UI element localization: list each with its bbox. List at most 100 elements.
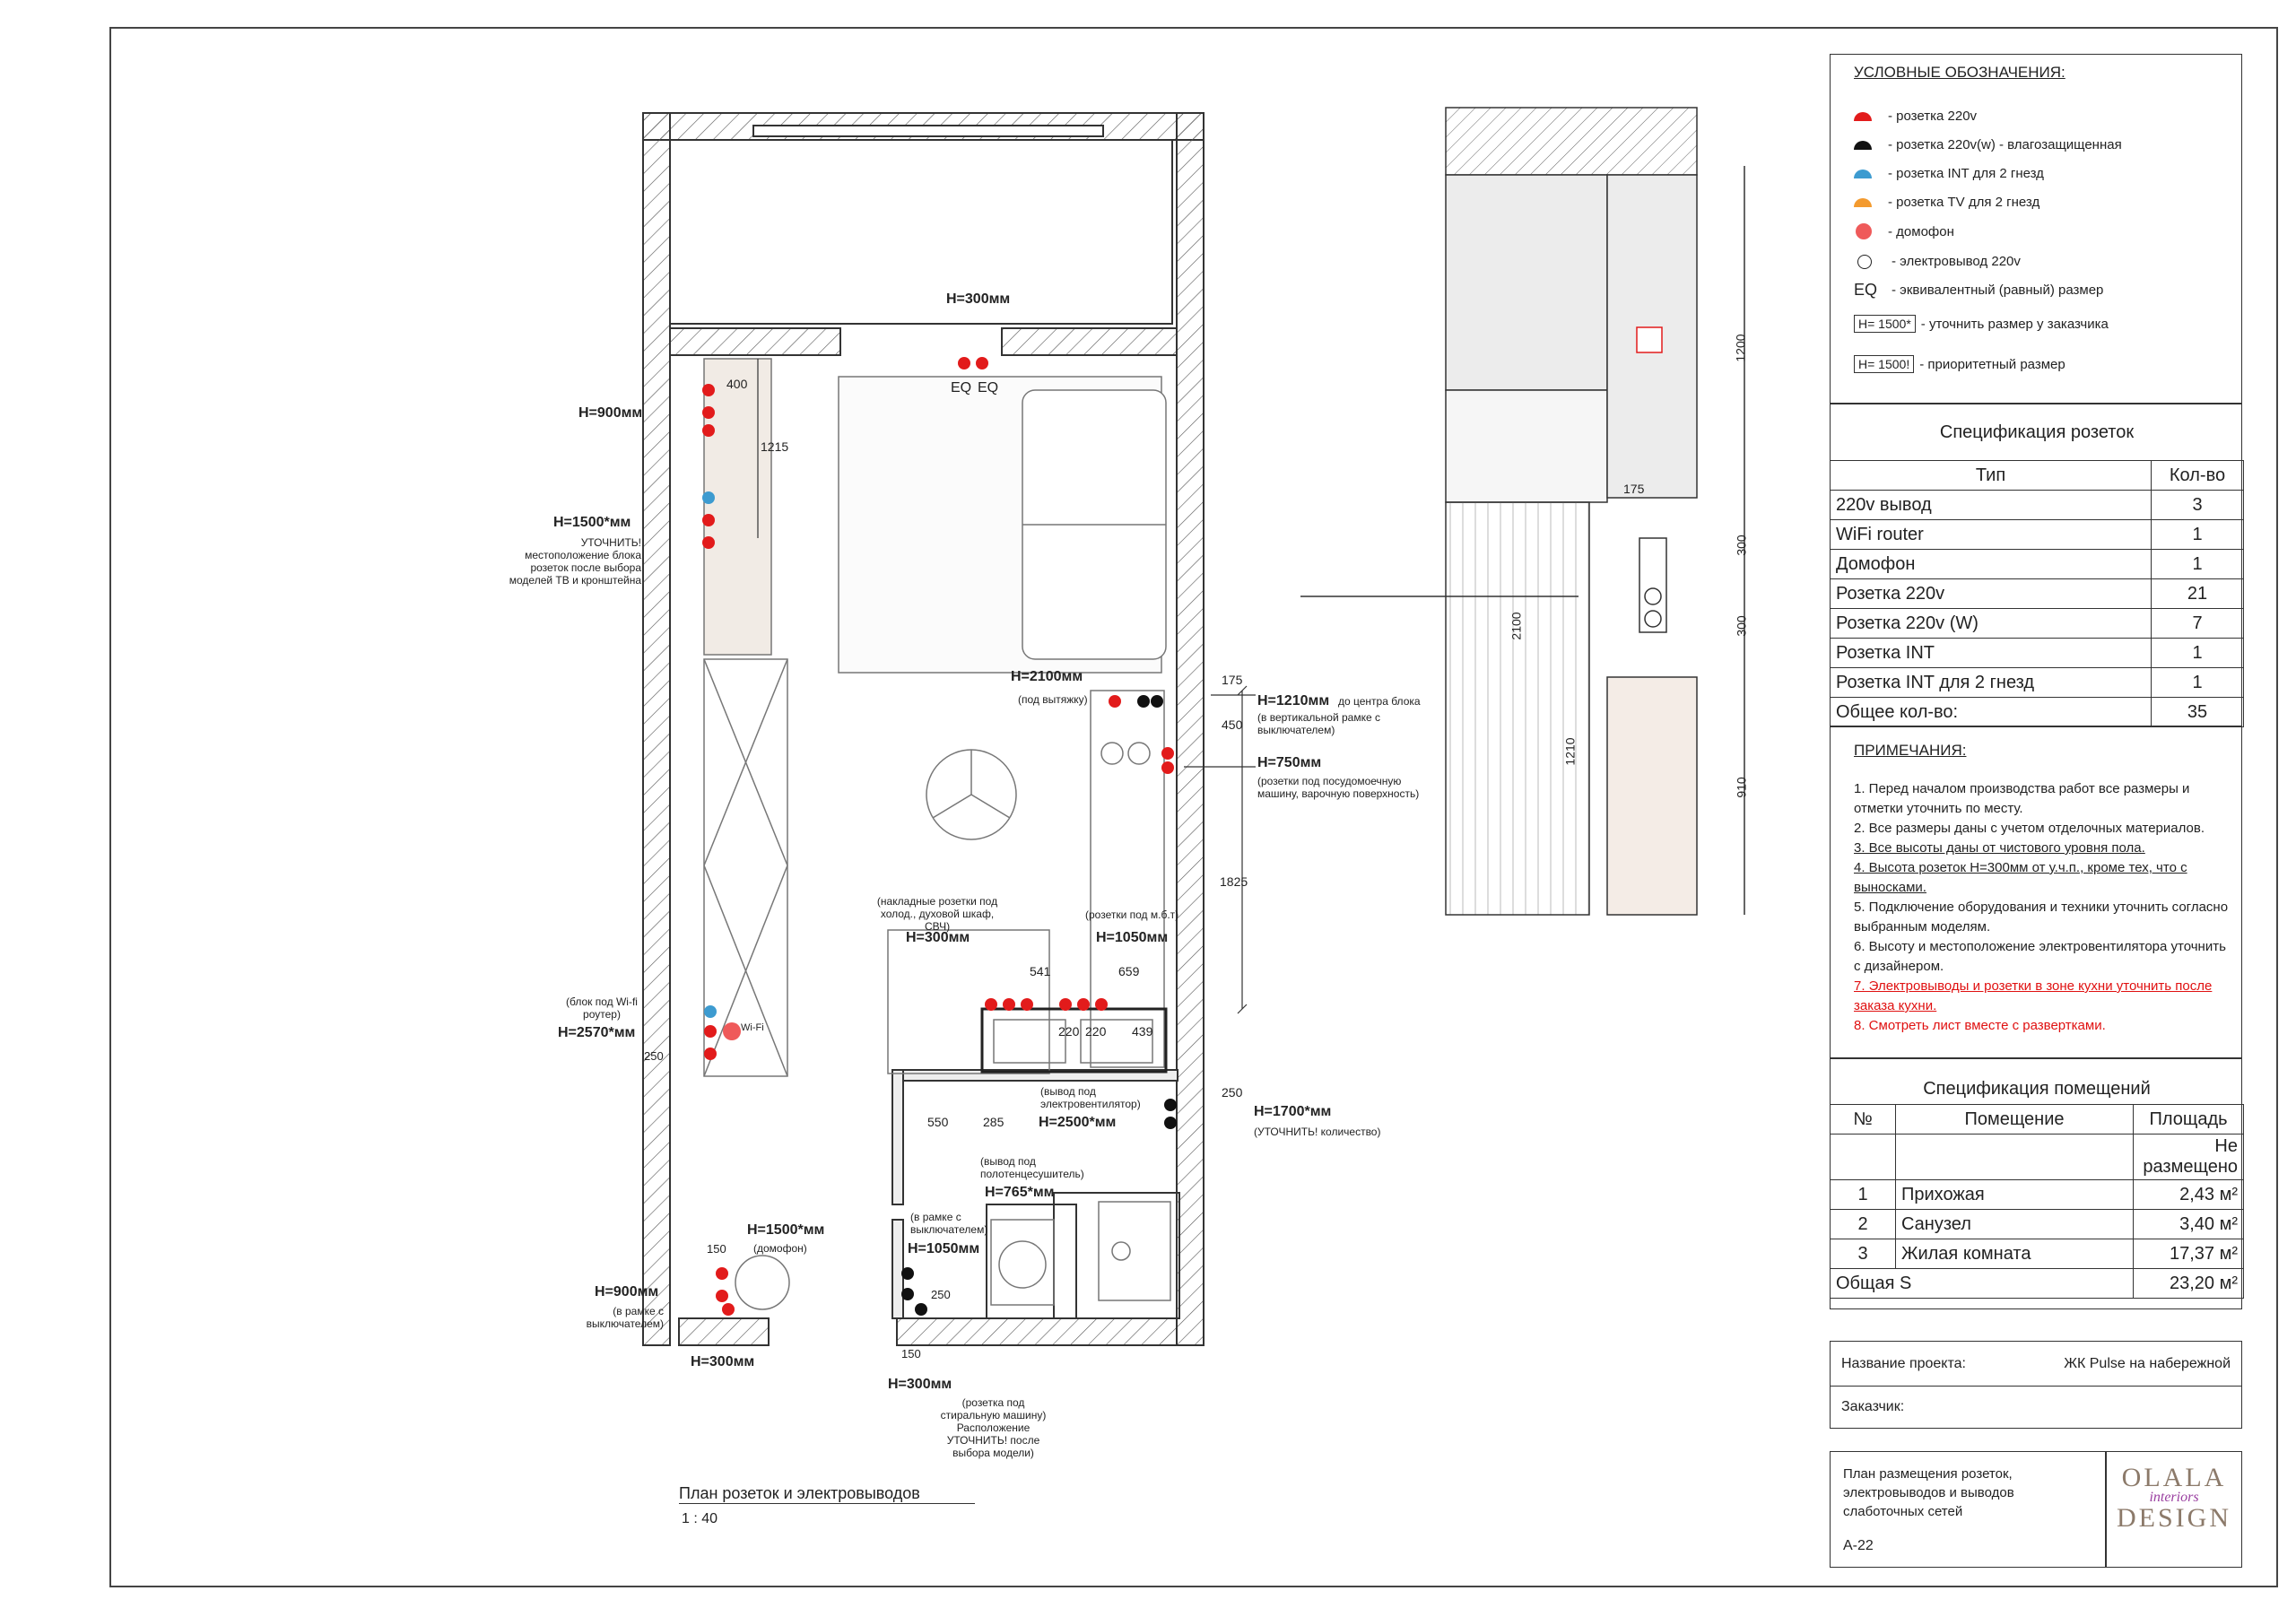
- legend-item-label: - уточнить размер у заказчика: [1920, 316, 2109, 332]
- elevation-dim-300a: 300: [1734, 535, 1749, 556]
- header-cell: Тип: [1830, 460, 2152, 491]
- elevation-dim-910: 910: [1734, 777, 1749, 798]
- plan-label-h300-bath: Н=300мм: [888, 1377, 952, 1392]
- table-cell: 2: [1830, 1209, 1896, 1239]
- elevation-dim-175: 175: [1623, 482, 1645, 496]
- plan-label-h300-top: Н=300мм: [946, 291, 1011, 307]
- plan-label-d150a: 150: [707, 1242, 726, 1256]
- plan-label-note-frame2: (в рамке с выключателем): [910, 1211, 988, 1236]
- table-cell: Домофон: [1830, 549, 2152, 579]
- legend-item: - розетка 220v: [1854, 109, 1977, 124]
- plan-title-block: План розеток и электровыводов: [679, 1484, 975, 1504]
- legend-item-label: - розетка TV для 2 гнезд: [1888, 195, 2040, 210]
- plan-label-note-hood: (под вытяжку): [1018, 693, 1088, 706]
- plan-label-h300-kitchen: Н=300мм: [906, 930, 970, 945]
- eq-icon: EQ: [1854, 281, 1878, 299]
- table-cell: Розетка 220v (W): [1830, 608, 2152, 639]
- table-cell: [1895, 1134, 2134, 1180]
- table-cell: 1: [2151, 519, 2244, 550]
- plan-label-d250a: 250: [644, 1049, 664, 1063]
- legend-item-label: - розетка 220v: [1888, 109, 1978, 124]
- notes-title: ПРИМЕЧАНИЯ:: [1854, 742, 1967, 759]
- logo-bottom: DESIGN: [2117, 1503, 2231, 1533]
- socket-int-icon: [1854, 169, 1872, 178]
- priority-size-icon: H= 1500!: [1854, 355, 1915, 373]
- plan-label-d220a: 220: [1058, 1024, 1080, 1039]
- plan-label-h2100: Н=2100мм: [1011, 669, 1083, 684]
- rooms-spec-title: Спецификация помещений: [1923, 1079, 2151, 1099]
- plan-label-h900-hall: Н=900мм: [595, 1284, 659, 1300]
- walls: [642, 112, 1205, 1346]
- table-cell: WiFi router: [1830, 519, 2152, 550]
- plan-label-note-fridge: (накладные розетки под холод., духовой ш…: [876, 895, 998, 933]
- table-cell: 1: [2151, 638, 2244, 668]
- elevation-dim-300b: 300: [1734, 615, 1749, 637]
- table-cell: 7: [2151, 608, 2244, 639]
- title-block: План размещения розеток, электровыводов …: [1830, 1451, 2242, 1568]
- socket-int-icon: [704, 1005, 717, 1018]
- legend-item: - розетка 220v(w) - влагозащищенная: [1854, 137, 2122, 152]
- plan-label-h300-hall: Н=300мм: [691, 1354, 755, 1369]
- table-cell: 220v вывод: [1830, 490, 2152, 520]
- plan-label-note-frame3: (в рамке с выключателем): [586, 1305, 664, 1330]
- note-item: 7. Электровыводы и розетки в зоне кухни …: [1854, 978, 2213, 1013]
- table-cell: Прихожая: [1895, 1179, 2134, 1210]
- plan-label-h1210: Н=1210мм: [1257, 693, 1330, 709]
- plan-label-note-qty: (УТОЧНИТЬ! количество): [1254, 1126, 1381, 1138]
- project-name-label: Название проекта:: [1841, 1356, 1966, 1371]
- notes-panel: ПРИМЕЧАНИЯ: 1. Перед началом производств…: [1830, 726, 2242, 1058]
- plan-label-note-dish: (розетки под посудомоечную машину, вароч…: [1257, 775, 1420, 800]
- table-cell: [1830, 1134, 1896, 1180]
- plan-label-h2500: Н=2500*мм: [1039, 1115, 1117, 1130]
- plan-label-note-frame: (в вертикальной рамке с выключателем): [1257, 711, 1380, 736]
- client-label: Заказчик:: [1841, 1399, 1905, 1414]
- note-item: 1. Перед началом производства работ все …: [1854, 781, 2190, 816]
- plan-label-d400: 400: [726, 377, 748, 391]
- table-cell: Розетка INT для 2 гнезд: [1830, 667, 2152, 698]
- table-row: Общее кол-во:35: [1830, 697, 2244, 727]
- plan-label-h900-left: Н=900мм: [578, 405, 643, 421]
- total-value: 23,20 м²: [2133, 1268, 2244, 1299]
- plan-label-d220b: 220: [1085, 1024, 1107, 1039]
- table-cell: 21: [2151, 578, 2244, 609]
- plan-label-d450: 450: [1222, 717, 1243, 732]
- plan-label-d439: 439: [1132, 1024, 1153, 1039]
- plan-label-h1700: Н=1700*мм: [1254, 1104, 1332, 1119]
- plan-label-d175: 175: [1222, 673, 1243, 687]
- plan-label-h1050-kitchen: Н=1050мм: [1096, 930, 1169, 945]
- sockets: [702, 357, 1177, 1316]
- plan-label-d659: 659: [1118, 964, 1140, 978]
- plan-label-h1050-bath: Н=1050мм: [908, 1241, 980, 1256]
- plan-label-d285: 285: [983, 1115, 1004, 1129]
- table-cell: 17,37 м²: [2133, 1239, 2244, 1269]
- elevation-dim-1210: 1210: [1562, 737, 1578, 766]
- clarify-size-icon: H= 1500*: [1854, 315, 1916, 333]
- power-outlet-icon: [1857, 254, 1872, 269]
- plan-label-wifi: Wi-Fi: [741, 1022, 764, 1033]
- table-cell: 2,43 м²: [2133, 1179, 2244, 1210]
- plan-label-note-washer: (розетка под стиральную машину) Располож…: [940, 1396, 1047, 1459]
- plan-label-d250b: 250: [1222, 1085, 1243, 1100]
- legend-item: - розетка TV для 2 гнезд: [1854, 195, 2039, 210]
- plan-label-d150b: 150: [901, 1347, 921, 1361]
- table-cell: 1: [2151, 549, 2244, 579]
- socket-220v-icon: [1854, 111, 1872, 121]
- plan-label-h1210-note: до центра блока: [1338, 695, 1421, 708]
- socket-220v-icon: [702, 357, 1174, 1316]
- legend-item: H= 1500*- уточнить размер у заказчика: [1854, 315, 2109, 333]
- plan-label-note-towel: (вывод под полотенцесушитель): [980, 1155, 1084, 1180]
- legend-item-label: - приоритетный размер: [1919, 356, 2066, 372]
- total-label: Общая S: [1830, 1268, 2134, 1299]
- plan-label-d541: 541: [1030, 964, 1051, 978]
- note-item: 6. Высоту и местоположение электровентил…: [1854, 939, 2226, 974]
- header-cell: Помещение: [1895, 1104, 2134, 1135]
